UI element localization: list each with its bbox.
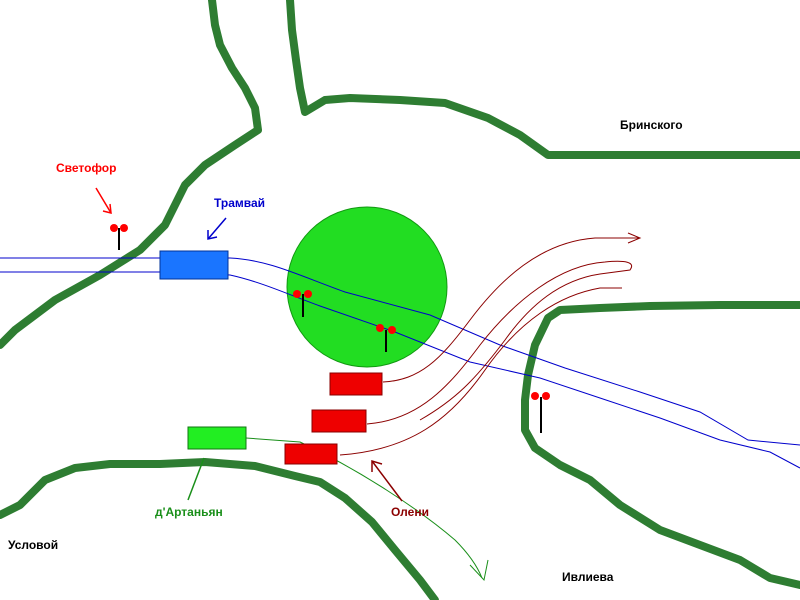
street-label-suslovoi: Условой: [8, 538, 59, 552]
deer-car-3: [284, 443, 338, 465]
arrow-icon: [207, 217, 227, 240]
street-label-brinskogo: Бринского: [620, 118, 683, 132]
deer-label: Олени: [391, 505, 429, 519]
artanyan-car: [187, 426, 247, 450]
arrow-icon: [371, 459, 403, 502]
traffic-light-icon: [531, 392, 550, 433]
road-edge-north-left: [0, 0, 262, 349]
arrow-icon: [95, 187, 112, 214]
tram-rail-upper: [0, 257, 800, 446]
deer-paths: [339, 232, 642, 456]
tram-car: [159, 250, 229, 280]
road-edge-east-lower: [521, 301, 800, 589]
deer-arrowhead-1: [627, 232, 642, 244]
deer-car-1: [329, 372, 383, 396]
artanyan-label-pointer: [187, 457, 205, 501]
artanyan-arrowhead: [469, 559, 489, 582]
traffic-light-label: Светофор: [56, 161, 117, 175]
roundabout: [286, 206, 448, 368]
deer-path-2: [366, 260, 632, 425]
traffic-light-icon: [110, 224, 128, 250]
street-label-ivlieva: Ивлиева: [562, 570, 614, 584]
deer-car-2: [311, 409, 367, 433]
artanyan-path: [245, 437, 483, 579]
traffic-light-icon: [376, 324, 396, 352]
deer-path-1: [382, 237, 640, 383]
road-edge-north-right: [286, 0, 800, 159]
road-edge-south-left: [0, 458, 439, 600]
tram-label: Трамвай: [214, 196, 266, 210]
artanyan-label: д'Артаньян: [155, 505, 223, 519]
deer-path-3: [339, 287, 622, 456]
traffic-light-icon: [293, 290, 312, 317]
